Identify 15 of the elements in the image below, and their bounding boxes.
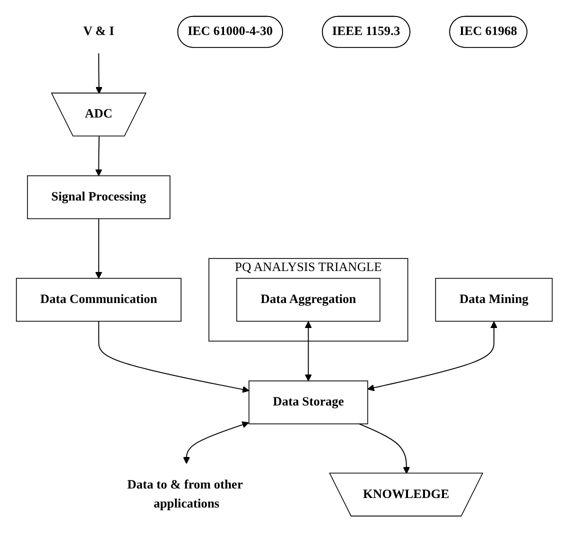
arrow [358,423,410,474]
arrow [94,136,102,176]
node-box: Signal Processing [26,175,170,220]
node-text: Data to & from other applications [126,478,242,511]
node-box: Data Communication [16,278,182,322]
arrow [94,218,102,279]
arrow [367,321,498,392]
node-text: V & I [82,24,114,38]
node-box: Data Storage [248,380,368,424]
arrow [182,421,249,464]
arrow [95,52,102,94]
node-box: Data Aggregation [236,278,380,322]
arrow [304,321,312,382]
arrow [98,320,249,393]
node-box: Data Mining [434,278,552,322]
